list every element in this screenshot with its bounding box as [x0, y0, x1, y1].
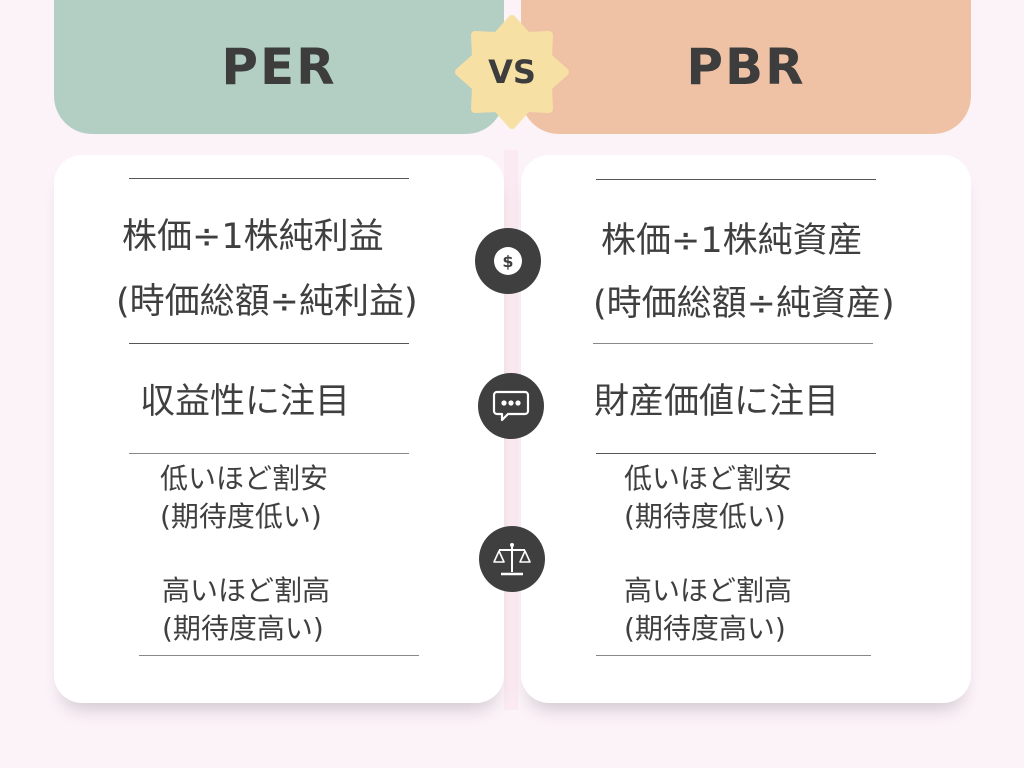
vs-badge: VS — [453, 13, 571, 131]
divider — [129, 178, 409, 179]
per-title: PER — [221, 38, 337, 96]
per-focus: 収益性に注目 — [140, 382, 351, 422]
divider — [139, 655, 419, 656]
svg-text:$: $ — [502, 252, 513, 271]
pbr-low-note: (期待度低い) — [624, 500, 786, 533]
per-low-label: 低いほど割安 — [160, 462, 329, 495]
balance-scale-icon — [479, 526, 545, 592]
speech-bubble-icon — [478, 373, 544, 439]
divider — [596, 179, 876, 180]
per-high-label: 高いほど割高 — [162, 574, 331, 607]
per-high-note: (期待度高い) — [162, 612, 324, 645]
pbr-formula-alt: (時価総額÷純資産) — [593, 284, 895, 324]
pbr-card: 株価÷1株純資産 (時価総額÷純資産) 財産価値に注目 低いほど割安 (期待度低… — [521, 155, 971, 703]
pbr-title: PBR — [686, 38, 806, 96]
divider — [596, 453, 876, 454]
pbr-header: PBR — [521, 0, 971, 134]
divider — [596, 655, 871, 656]
pbr-focus: 財産価値に注目 — [594, 382, 840, 422]
divider — [129, 343, 409, 344]
dollar-coin-icon: $ — [475, 228, 541, 294]
divider — [129, 453, 409, 454]
pbr-high-label: 高いほど割高 — [624, 574, 793, 607]
per-formula-alt: (時価総額÷純利益) — [116, 282, 418, 322]
per-low-note: (期待度低い) — [160, 500, 322, 533]
per-card: 株価÷1株純利益 (時価総額÷純利益) 収益性に注目 低いほど割安 (期待度低い… — [54, 155, 504, 703]
per-header: PER — [54, 0, 504, 134]
pbr-low-label: 低いほど割安 — [624, 462, 793, 495]
vs-label: VS — [488, 53, 536, 91]
per-formula: 株価÷1株純利益 — [122, 217, 384, 257]
starburst-icon — [455, 15, 569, 129]
pbr-high-note: (期待度高い) — [624, 612, 786, 645]
divider — [593, 343, 873, 344]
pbr-formula: 株価÷1株純資産 — [601, 221, 863, 261]
